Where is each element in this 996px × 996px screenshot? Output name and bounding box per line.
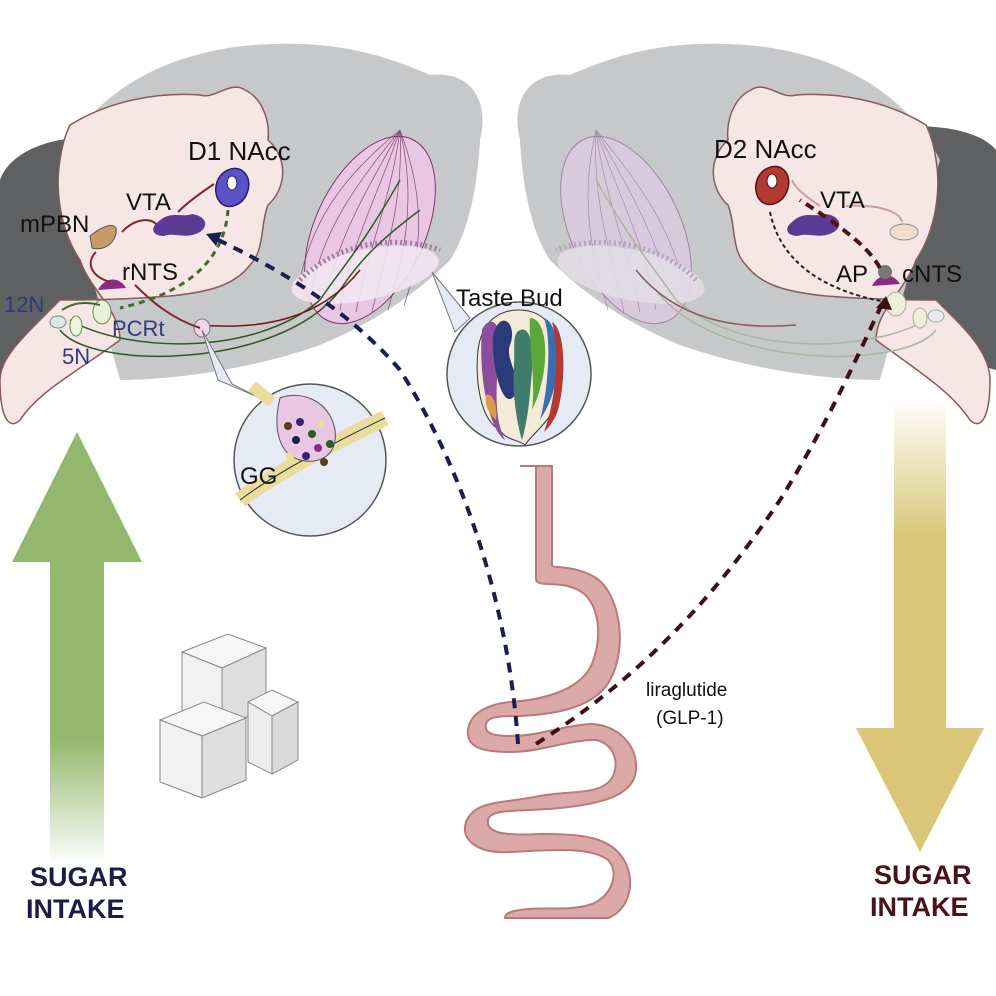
sugar-cube-left (158, 701, 248, 799)
5n-nucleus (69, 315, 83, 337)
label-rnts: rNTS (122, 259, 178, 286)
decrease-arrow-icon (856, 404, 984, 852)
vta-nucleus-left (153, 214, 206, 236)
label-taste-bud: Taste Bud (456, 285, 563, 312)
cnts-nucleus (872, 275, 900, 286)
vta-nucleus-right (787, 214, 840, 236)
esophagus-stomach (463, 465, 638, 919)
taste-bud-inset (431, 271, 592, 447)
label-5n: 5N (62, 344, 90, 369)
label-mpbn: mPBN (20, 211, 89, 238)
right-intake-line2: INTAKE (870, 892, 969, 922)
12n-nucleus (49, 315, 67, 329)
label-gg: GG (240, 463, 277, 490)
mpbn-nucleus (89, 225, 117, 250)
geniculate-ganglion-inset (201, 329, 389, 537)
label-vta-left: VTA (126, 189, 171, 216)
label-liraglutide: liraglutide (646, 680, 727, 701)
label-d2-nacc: D2 NAcc (714, 134, 817, 164)
label-vta-right: VTA (820, 187, 865, 214)
pathway-arrowhead-left (206, 232, 222, 246)
right-intake-line1: SUGAR (874, 860, 972, 890)
increase-arrow-icon (12, 432, 142, 860)
label-glp1: (GLP-1) (656, 708, 724, 729)
left-brain (0, 43, 483, 425)
label-ap: AP (836, 261, 868, 288)
label-pcrt: PCRt (112, 316, 165, 341)
right-nuclei (755, 165, 945, 329)
left-nuclei (49, 167, 250, 338)
label-d1-nacc: D1 NAcc (188, 136, 291, 166)
label-12n: 12N (4, 292, 44, 317)
ap-nucleus (878, 265, 892, 279)
gut-to-vta-pathway (209, 234, 520, 745)
sugar-cubes-icon (158, 633, 300, 799)
left-intake-line2: INTAKE (26, 894, 125, 924)
label-cnts: cNTS (902, 261, 962, 288)
pathway-arrowhead-right (876, 296, 892, 310)
gastrointestinal-tract (463, 465, 638, 919)
rnts-nucleus (98, 279, 126, 290)
gut-to-ap-pathway (534, 299, 886, 746)
left-oral-floor (291, 245, 439, 305)
left-intake-line1: SUGAR (30, 862, 128, 892)
pcrt-nucleus (92, 299, 112, 325)
sugar-cube-right (246, 689, 300, 775)
